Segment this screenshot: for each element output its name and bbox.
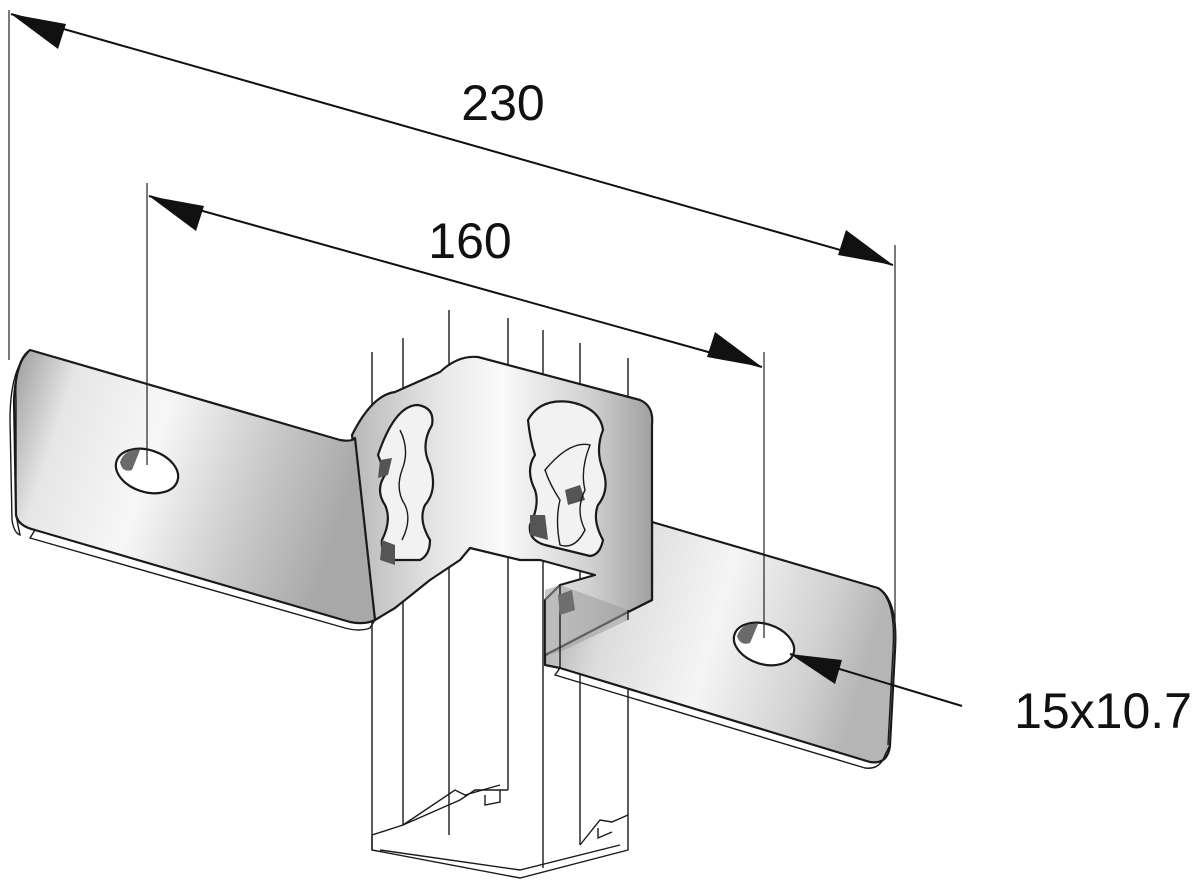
arrowhead-leader (790, 654, 842, 684)
dimension-label-160: 160 (428, 213, 511, 269)
bracket-right-wing (543, 520, 897, 769)
dimension-label-slot: 15x10.7 (1014, 683, 1192, 739)
saddle-slot-right (526, 400, 607, 615)
arrowhead-left (11, 14, 66, 49)
arrowhead-right (838, 230, 893, 265)
bracket-left-wing (9, 348, 377, 631)
dimension-slot-size: 15x10.7 (789, 653, 1192, 739)
slot-hole-right (732, 621, 796, 667)
slot-hole-left (114, 447, 180, 495)
dimension-overall-length: 230 (10, 13, 894, 266)
saddle-slot-left (376, 403, 435, 565)
dimension-label-230: 230 (461, 75, 544, 131)
arrowhead-right (707, 332, 762, 367)
dimension-hole-spacing: 160 (148, 195, 763, 368)
extension-lines (8, 10, 896, 650)
arrowhead-left (149, 196, 204, 231)
